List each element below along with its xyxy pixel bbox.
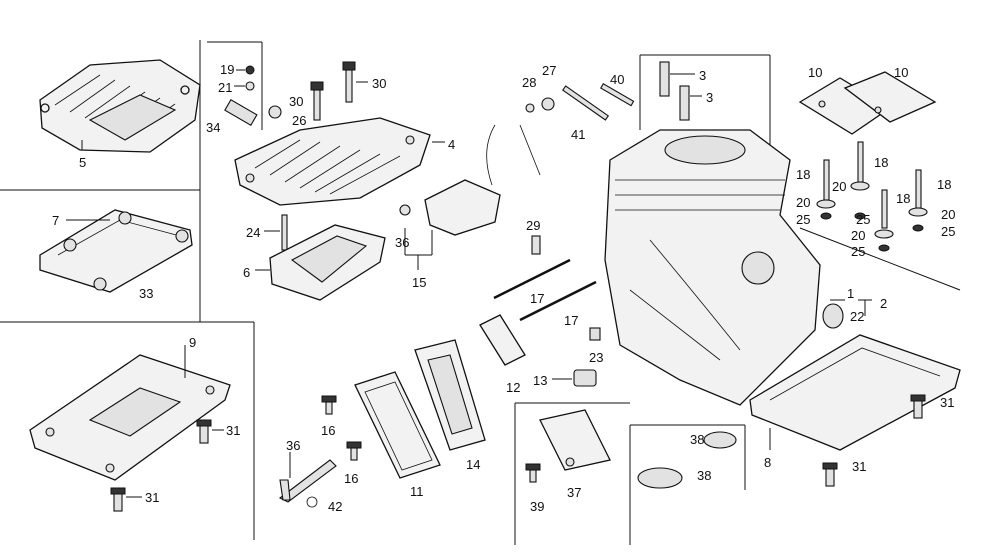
stud-assembly-18-20-25 [816,141,928,252]
callout-c42: 42 [328,499,343,514]
callout-c7: 7 [52,213,60,228]
callout-c41: 41 [571,127,586,142]
callout-c29: 29 [526,218,541,233]
stud-part-24 [264,214,288,251]
callout-c33: 33 [139,286,154,301]
callout-c9: 9 [189,335,197,350]
callout-c19: 19 [220,62,235,77]
callout-c40: 40 [610,72,625,87]
base-plate-part-9 [29,345,231,481]
callout-c28: 28 [522,75,537,90]
callout-c18b: 18 [874,155,889,170]
callout-c3a: 3 [699,68,707,83]
callout-c10b: 10 [894,65,909,80]
callout-c12: 12 [506,380,521,395]
callout-c21: 21 [218,80,233,95]
callout-c17a: 17 [530,291,545,306]
cylinder-block-part-1 [604,129,845,406]
oil-seal-part-22 [822,299,872,329]
muffler-part-11 [354,371,441,479]
callout-c10a: 10 [808,65,823,80]
callout-c27: 27 [542,63,557,78]
base-plate-part-8 [749,334,961,487]
callout-c31a: 31 [940,395,955,410]
callout-c16b: 16 [344,471,359,486]
plate-part-7 [39,209,193,293]
callout-c18d: 18 [937,177,952,192]
small-parts-28-27-29 [525,97,555,255]
callout-c20a: 20 [796,195,811,210]
callout-c34: 34 [206,120,221,135]
rod-part-17 [493,258,601,341]
callout-c25c: 25 [851,244,866,259]
plate-part-10 [798,71,937,135]
pipe-part-36 [278,452,337,508]
dowel-part-3 [659,61,702,121]
callout-c23: 23 [589,350,604,365]
callout-c11: 11 [410,484,424,499]
callout-c17b: 17 [564,313,579,328]
callout-c3b: 3 [706,90,714,105]
gasket-part-12 [479,314,597,387]
cylinder-head-part-4 [234,117,445,206]
callout-c38a: 38 [690,432,705,447]
callout-c20b: 20 [832,179,847,194]
callout-c31b: 31 [226,423,241,438]
callout-c5: 5 [79,155,87,170]
callout-c31d: 31 [145,490,160,505]
callout-c38b: 38 [697,468,712,483]
callout-c15: 15 [412,275,427,290]
callout-c13: 13 [533,373,548,388]
spark-plug-part-34 [224,65,282,126]
callout-c30a: 30 [289,94,304,109]
bolt-part-16 [321,395,362,461]
callout-c36b: 36 [286,438,301,453]
callout-c20d: 20 [941,207,956,222]
callout-c18a: 18 [796,167,811,182]
gasket-part-14 [414,339,486,451]
bolt-part-31-left [110,419,224,512]
callout-c4: 4 [448,137,456,152]
plug-cap-part-38 [637,431,737,489]
ignition-coil-part-15 [399,124,541,270]
callout-c26: 26 [292,113,307,128]
studs-part-40-41 [562,83,635,121]
callout-c36a: 36 [395,235,410,250]
callout-c2: 2 [880,296,888,311]
gasket-part-6 [255,224,386,301]
callout-c22: 22 [850,309,865,324]
callout-c25b: 25 [856,212,871,227]
callout-c30b: 30 [372,76,387,91]
callout-c25a: 25 [796,212,811,227]
callout-c24: 24 [246,225,261,240]
callout-c1: 1 [847,286,855,301]
callout-c16a: 16 [321,423,336,438]
callout-c31c: 31 [852,459,867,474]
callout-c18c: 18 [896,191,911,206]
callout-c25d: 25 [941,224,956,239]
callout-c14: 14 [466,457,481,472]
callout-c8: 8 [764,455,772,470]
callout-c39: 39 [530,499,545,514]
callout-c20c: 20 [851,228,866,243]
cylinder-head-cover-part-5 [39,59,201,153]
callout-c6: 6 [243,265,251,280]
bolt-part-30 [310,61,368,121]
guard-part-37 [525,409,611,483]
callout-c37: 37 [567,485,582,500]
